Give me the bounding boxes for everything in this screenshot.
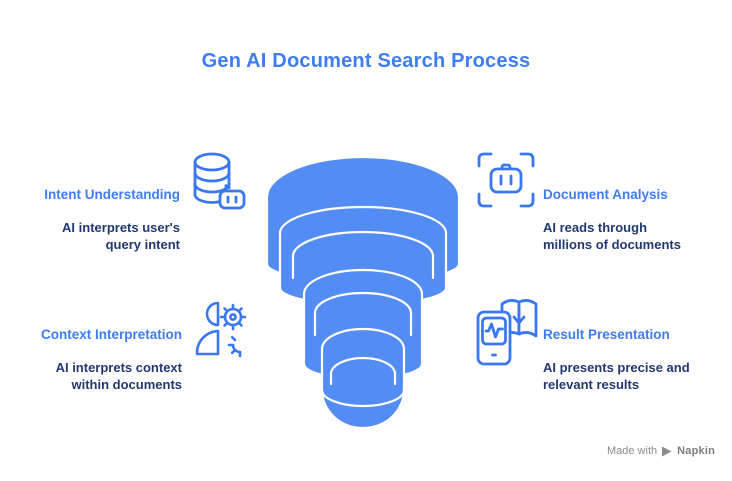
napkin-brand-label: Napkin [677, 445, 715, 457]
item-description-result-presentation: AI presents precise and relevant results [543, 360, 690, 392]
funnel-tier-3-rim [313, 291, 413, 337]
funnel-tier-4-rim [329, 356, 397, 386]
item-description-document-analysis: AI reads through millions of documents [543, 220, 681, 252]
napkin-logo-icon [662, 446, 672, 456]
funnel-tier-4 [320, 327, 406, 430]
made-with-label: Made with [606, 445, 658, 457]
page-title: Gen AI Document Search Process [201, 50, 531, 72]
phone-book-icon [476, 299, 538, 366]
database-ai-icon [193, 152, 246, 210]
item-label-result-presentation: Result Presentation [543, 327, 670, 342]
funnel-tier-4-bottom [320, 388, 406, 408]
item-description-intent-understanding: AI interprets user's query intent [62, 220, 180, 252]
item-label-context-interpretation: Context Interpretation [40, 327, 182, 342]
item-label-intent-understanding: Intent Understanding [44, 187, 180, 202]
item-description-context-interpretation: AI interprets context within documents [55, 360, 182, 392]
person-gears-icon [195, 301, 247, 358]
funnel-tier-2-rim [291, 230, 435, 280]
funnel-diagram [265, 155, 461, 430]
robot-scan-icon [477, 152, 535, 208]
made-with-napkin-watermark: Made with Napkin [607, 445, 715, 457]
item-label-document-analysis: Document Analysis [543, 187, 668, 202]
